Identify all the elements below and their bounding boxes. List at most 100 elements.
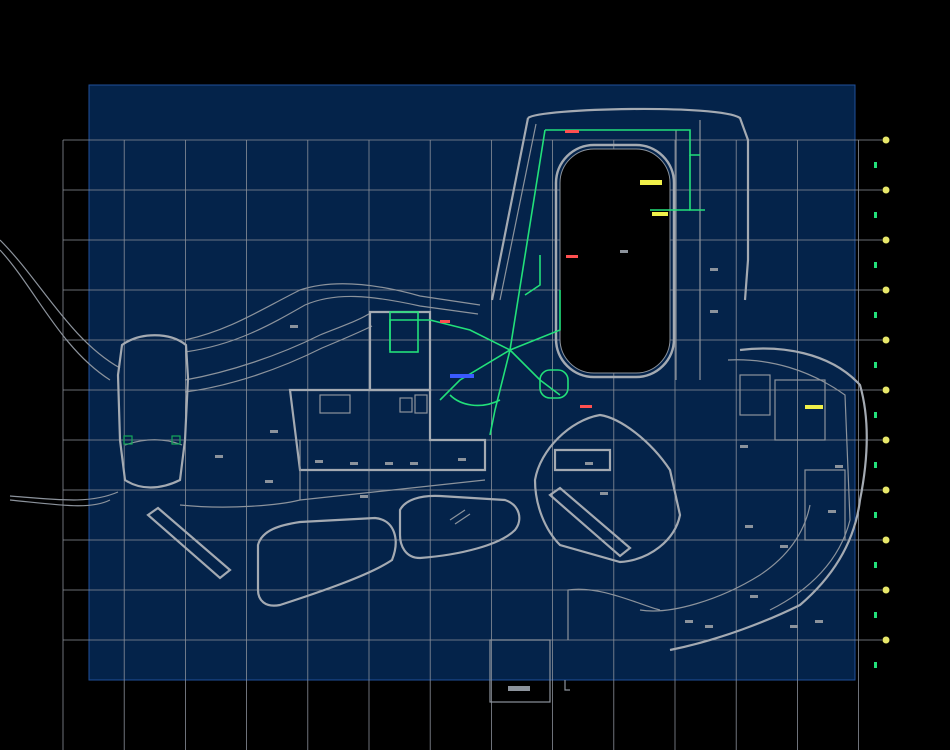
east-building xyxy=(567,347,868,652)
wall-segment-2 xyxy=(299,479,486,501)
ramp-east xyxy=(548,486,632,558)
room-label-mark xyxy=(710,268,718,271)
room-label-mark xyxy=(315,460,323,463)
axis-tick-mark xyxy=(874,512,877,518)
pipe-riser xyxy=(524,255,541,296)
axis-marker-bubble xyxy=(882,586,890,594)
axis-tick-mark xyxy=(874,362,877,368)
room-label-mark xyxy=(350,462,358,465)
ramp-west xyxy=(146,506,232,580)
red-annotation-4 xyxy=(565,130,579,133)
site-boundary-panel xyxy=(88,84,856,681)
legend-box xyxy=(489,639,570,703)
room-label-mark xyxy=(290,325,298,328)
equipment-tag xyxy=(640,180,662,185)
room-label-mark xyxy=(780,545,788,548)
room-label-mark xyxy=(745,525,753,528)
room-label-mark xyxy=(750,595,758,598)
parking-lot-central xyxy=(398,494,521,560)
road-left-lower-curve xyxy=(9,499,111,507)
room-label-mark xyxy=(685,620,693,623)
lot-stripe xyxy=(449,509,466,521)
room-label-mark xyxy=(270,430,278,433)
east-core xyxy=(774,379,826,441)
axis-tick-mark xyxy=(874,412,877,418)
axis-marker-bubble xyxy=(882,236,890,244)
red-annotation-3 xyxy=(580,405,592,408)
east-core-2 xyxy=(739,374,771,416)
parking-lot-east xyxy=(533,413,682,564)
axis-marker-bubble xyxy=(882,136,890,144)
valve-tag xyxy=(450,374,474,378)
room-label-mark xyxy=(835,465,843,468)
axis-tick-mark xyxy=(874,262,877,268)
arena-rink-inner xyxy=(559,148,671,374)
pipe-branch-5 xyxy=(489,349,511,436)
axis-tick-mark xyxy=(874,562,877,568)
stair-box-2 xyxy=(399,397,413,413)
core-box xyxy=(319,394,351,414)
room-label-mark xyxy=(215,455,223,458)
stair-box xyxy=(414,394,428,414)
east-building-outline xyxy=(669,347,868,652)
east-building-inner xyxy=(727,359,851,611)
room-label-mark xyxy=(600,492,608,495)
pipe-loop xyxy=(449,394,501,407)
gatehouse-marker-left xyxy=(123,435,133,445)
ramp-structures xyxy=(146,448,632,580)
axis-marker-bubble xyxy=(882,286,890,294)
room-label-mark xyxy=(815,620,823,623)
room-label-mark xyxy=(585,462,593,465)
arena-building xyxy=(490,107,750,380)
axis-tick-mark xyxy=(874,462,877,468)
east-building-curve-2 xyxy=(567,588,661,640)
road-upper-curve-2 xyxy=(184,295,479,353)
arena-outer-wall xyxy=(527,107,750,301)
axis-marker-bubble xyxy=(882,436,890,444)
axis-tick-mark xyxy=(874,662,877,668)
room-label-mark xyxy=(790,625,798,628)
room-label-mark xyxy=(458,458,466,461)
gatehouse-outline xyxy=(116,334,190,489)
parking-lots xyxy=(256,413,682,607)
pipe-west-main xyxy=(509,129,546,351)
entrance-gatehouse xyxy=(116,334,190,489)
wall-segment-3 xyxy=(179,499,301,508)
tank-ring xyxy=(539,369,569,399)
pump-room xyxy=(389,311,419,353)
axis-marker-bubble xyxy=(882,186,890,194)
axis-tick-mark xyxy=(874,162,877,168)
highlight-bar xyxy=(805,405,823,409)
room-labels xyxy=(215,250,843,628)
access-road xyxy=(0,239,481,507)
legend-caption xyxy=(508,686,530,691)
grid-axis-markers xyxy=(874,136,890,668)
east-core-3 xyxy=(804,469,846,541)
ramp-box xyxy=(553,448,612,472)
main-building-blocks xyxy=(179,310,487,508)
room-label-mark xyxy=(705,625,713,628)
axis-marker-bubble xyxy=(882,536,890,544)
lot-stripe-2 xyxy=(454,513,471,525)
room-label-mark xyxy=(620,250,628,253)
pipe-branch-2 xyxy=(429,319,511,351)
east-building-curve xyxy=(639,504,811,612)
pipe-north-main xyxy=(545,129,700,156)
road-mid-curve xyxy=(184,311,373,381)
red-annotation-2 xyxy=(440,320,450,323)
arena-west-wall-inner xyxy=(499,123,537,301)
axis-marker-bubble xyxy=(882,486,890,494)
parking-lot-west xyxy=(256,516,397,607)
road-mid-curve-2 xyxy=(184,325,373,393)
road-upper-curve xyxy=(184,283,481,341)
room-label-mark xyxy=(360,495,368,498)
gatehouse-marker-right xyxy=(171,435,181,445)
axis-tick-mark xyxy=(874,612,877,618)
room-label-mark xyxy=(710,310,718,313)
legend-frame xyxy=(489,639,551,703)
road-left-outer-curve xyxy=(0,239,121,369)
road-left-lower-curve-2 xyxy=(9,491,119,501)
legend-corner xyxy=(564,680,570,691)
